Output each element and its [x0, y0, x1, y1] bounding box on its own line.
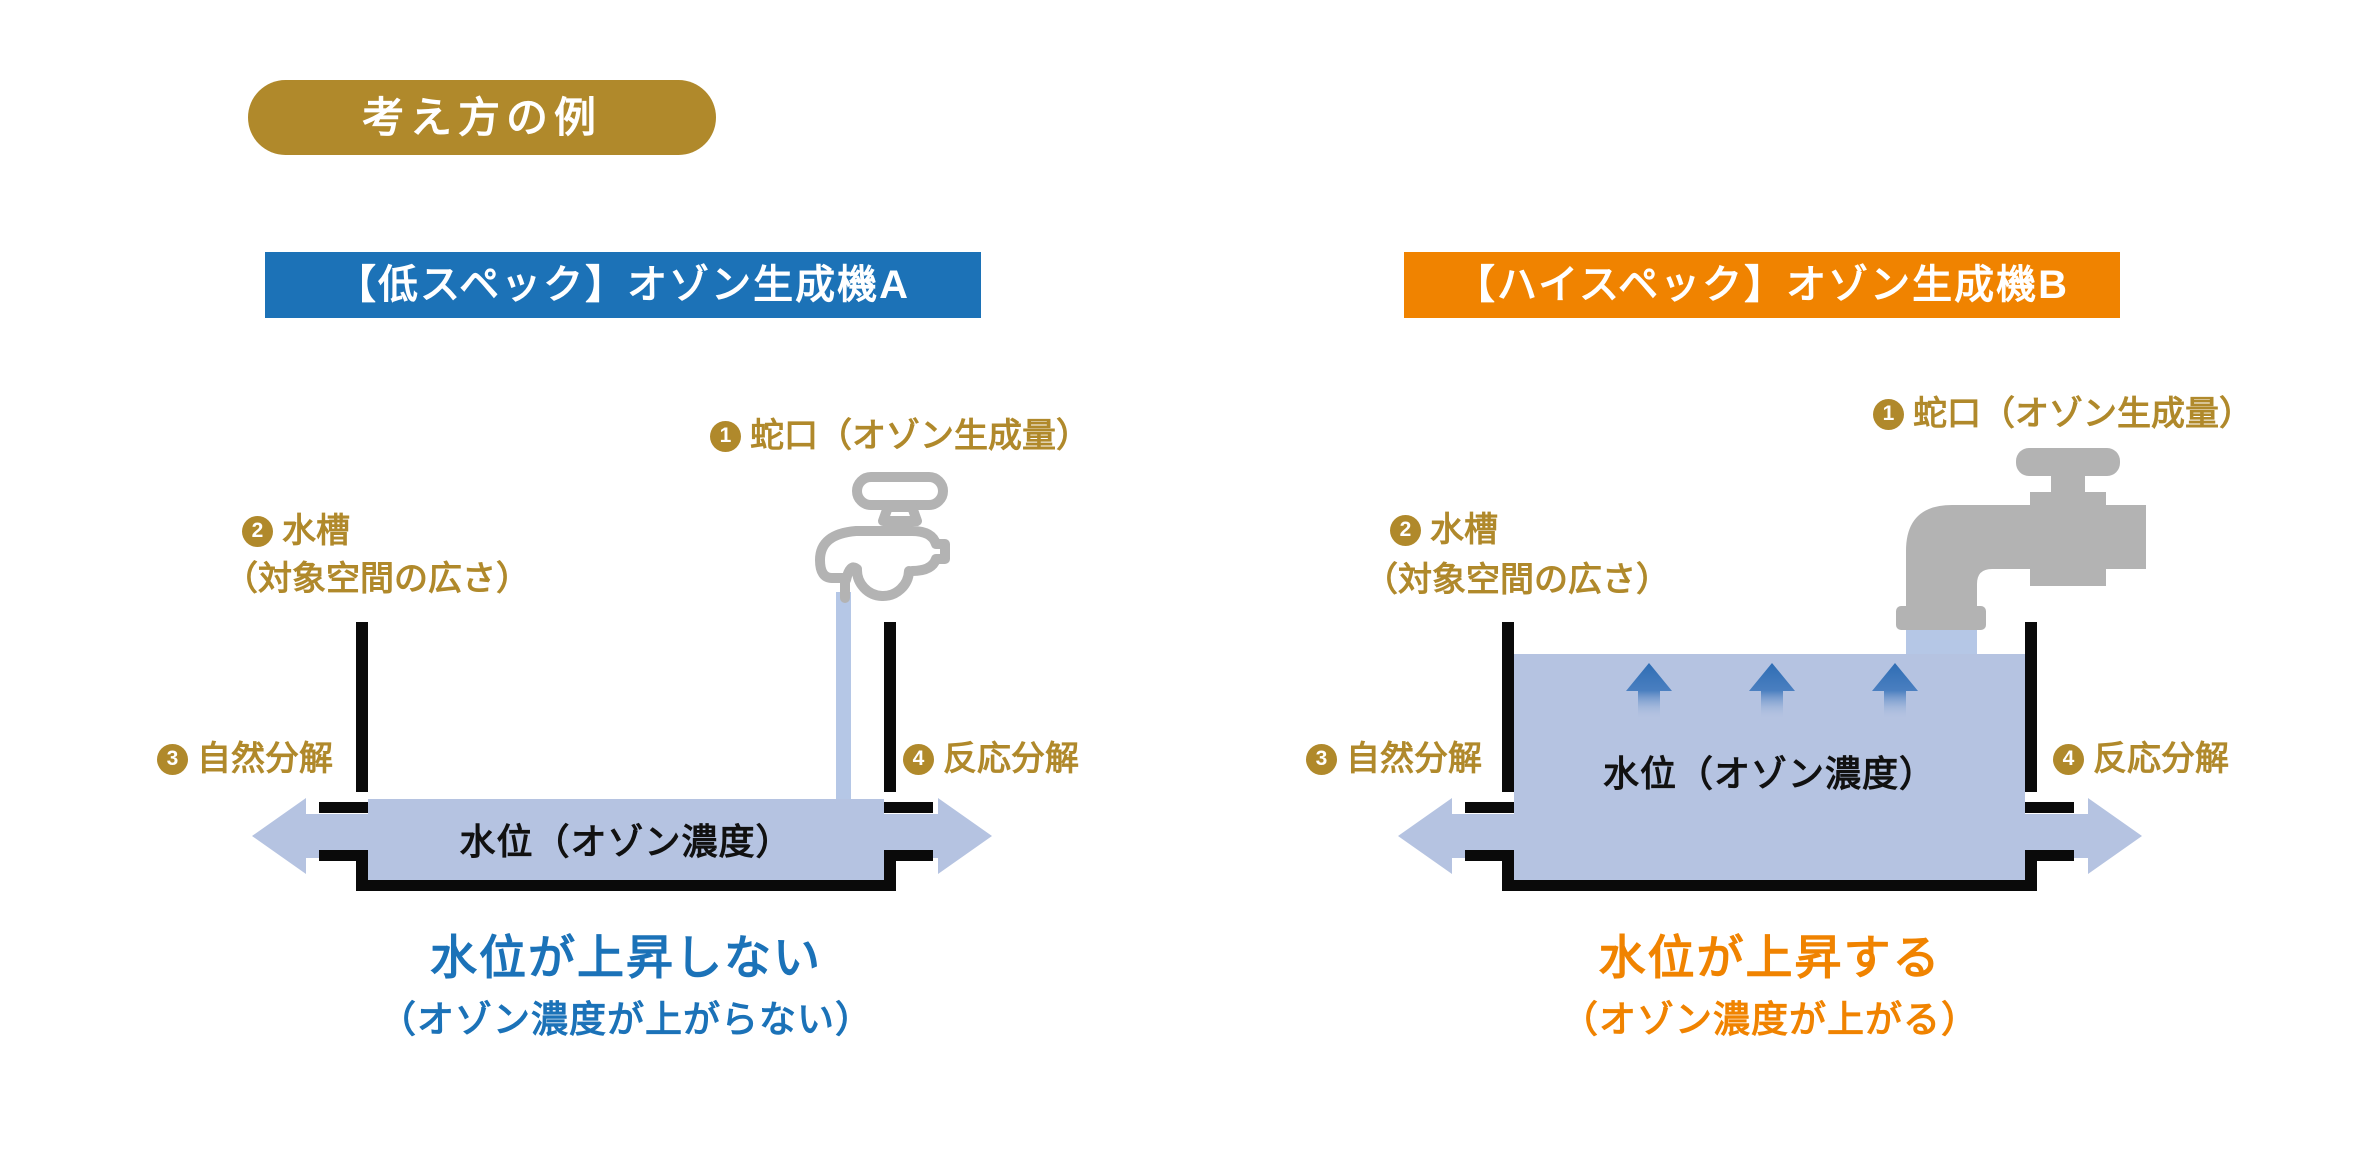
left-faucet-label-text: 蛇口（オゾン生成量）	[750, 417, 1090, 455]
tank-walls	[319, 622, 933, 891]
right-panel-header: 【ハイスペック】オゾン生成機B	[1404, 252, 2120, 318]
water-rise-arrows	[1626, 663, 1918, 718]
left-result-subtext: （オゾン濃度が上がらない）	[379, 999, 873, 1040]
left-tank-label-text: 水槽	[282, 512, 350, 550]
left-panel-header: 【低スペック】オゾン生成機A	[265, 252, 981, 318]
right-reaction-decomposition-label: 4 反応分解	[2053, 742, 2229, 776]
left-tank-label: 2 水槽	[242, 514, 350, 548]
right-faucet-label: 1 蛇口（オゾン生成量）	[1873, 397, 2253, 431]
right-result-text: 水位が上昇する	[1598, 931, 1942, 984]
step-number-2: 2	[242, 515, 273, 547]
right-result-subtext: （オゾン濃度が上がる）	[1561, 999, 1979, 1040]
right-tank-sublabel: （対象空間の広さ）	[1364, 561, 1670, 599]
step-number-3: 3	[157, 743, 188, 775]
left-faucet-label: 1 蛇口（オゾン生成量）	[710, 419, 1090, 453]
left-reaction-decomposition-text: 反応分解	[943, 740, 1079, 778]
left-reaction-decomposition-label: 4 反応分解	[903, 742, 1079, 776]
tank-walls	[1465, 622, 2074, 891]
right-natural-decomposition-label: 3 自然分解	[1306, 742, 1482, 776]
step-number-1: 1	[710, 420, 741, 452]
right-tank-label-text: 水槽	[1430, 511, 1498, 549]
left-natural-decomposition-label: 3 自然分解	[157, 742, 333, 776]
step-number-2: 2	[1390, 514, 1421, 546]
faucet-icon	[1896, 448, 2146, 630]
step-number-3: 3	[1306, 743, 1337, 775]
water-stream	[836, 592, 851, 804]
step-number-4: 4	[903, 743, 934, 775]
step-number-4: 4	[2053, 743, 2084, 775]
title-badge: 考え方の例	[248, 80, 716, 155]
step-number-1: 1	[1873, 398, 1904, 430]
right-natural-decomposition-text: 自然分解	[1346, 740, 1482, 778]
right-reaction-decomposition-text: 反応分解	[2093, 740, 2229, 778]
faucet-icon	[815, 472, 950, 603]
left-result-text: 水位が上昇しない	[430, 931, 822, 984]
left-water-level-label: 水位（オゾン濃度）	[459, 821, 793, 862]
left-tank-sublabel: （対象空間の広さ）	[224, 560, 530, 598]
right-faucet-label-text: 蛇口（オゾン生成量）	[1913, 395, 2253, 433]
right-water-level-label: 水位（オゾン濃度）	[1602, 753, 1936, 794]
left-tank-diagram	[252, 592, 992, 891]
water-level-band	[368, 799, 884, 880]
left-natural-decomposition-text: 自然分解	[197, 740, 333, 778]
right-tank-label: 2 水槽	[1390, 513, 1498, 547]
